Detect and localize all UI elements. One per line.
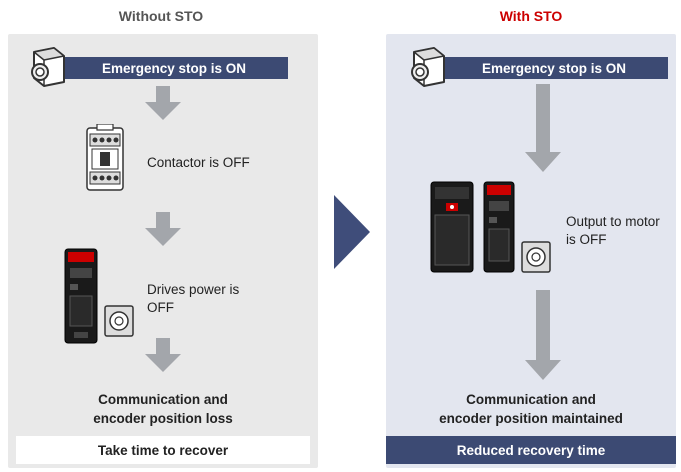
- left-estop-label: Emergency stop is ON: [101, 60, 247, 76]
- left-footer: Take time to recover: [16, 436, 310, 464]
- right-estop-banner: Emergency stop is ON: [440, 57, 668, 79]
- motor-icon: [104, 305, 134, 337]
- drive-icon: [430, 181, 474, 273]
- down-arrow-icon: [525, 84, 561, 172]
- drives-power-line1: Drives power is: [147, 282, 240, 297]
- drives-power-off-text: Drives power is OFF: [147, 281, 239, 317]
- output-off-line1: Output to motor: [566, 214, 660, 229]
- left-heading: Without STO: [118, 8, 204, 24]
- right-footer-label: Reduced recovery time: [456, 442, 606, 458]
- down-arrow-icon: [525, 290, 561, 380]
- down-arrow-icon: [145, 86, 181, 120]
- right-footer: Reduced recovery time: [386, 436, 676, 464]
- right-chevron-icon: [334, 195, 370, 269]
- right-result-line2: encoder position maintained: [439, 411, 623, 426]
- drive-icon: [483, 181, 515, 273]
- right-heading: With STO: [499, 8, 563, 24]
- output-off-line2: is OFF: [566, 232, 607, 247]
- left-result-line1: Communication and: [98, 392, 228, 407]
- left-footer-label: Take time to recover: [97, 442, 229, 458]
- left-estop-banner: Emergency stop is ON: [60, 57, 288, 79]
- motor-icon: [521, 241, 551, 273]
- left-result-line2: encoder position loss: [93, 411, 233, 426]
- down-arrow-icon: [145, 212, 181, 246]
- left-result-text: Communication and encoder position loss: [8, 390, 318, 428]
- emergency-stop-icon: [31, 47, 65, 87]
- drives-power-line2: OFF: [147, 300, 174, 315]
- down-arrow-icon: [145, 338, 181, 372]
- contactor-icon: [86, 124, 124, 191]
- right-estop-label: Emergency stop is ON: [481, 60, 627, 76]
- right-result-text: Communication and encoder position maint…: [386, 390, 676, 428]
- contactor-off-text: Contactor is OFF: [147, 155, 250, 170]
- emergency-stop-icon: [411, 47, 445, 87]
- right-result-line1: Communication and: [466, 392, 596, 407]
- drive-icon: [64, 248, 98, 344]
- output-off-text: Output to motor is OFF: [566, 213, 660, 249]
